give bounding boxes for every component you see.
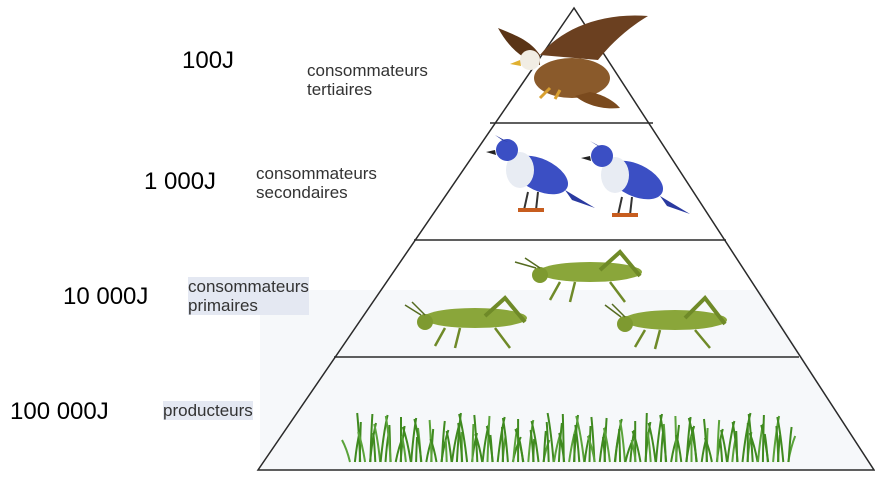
blue-jay-icon	[486, 135, 595, 212]
level-label-line: producteurs	[163, 401, 253, 420]
level-label-line: secondaires	[256, 183, 377, 202]
level-label-line: consommateurs	[256, 164, 377, 183]
grass-blade	[619, 429, 620, 462]
level-label-secondary: consommateurs secondaires	[256, 164, 377, 202]
grass-blade	[502, 427, 503, 462]
energy-value-secondary: 1 000J	[144, 168, 216, 196]
blue-jay-icon	[581, 141, 690, 217]
level-label-tertiary: consommateurs tertiaires	[307, 61, 428, 99]
energy-value-producers: 100 000J	[10, 398, 109, 426]
grass-blade	[646, 413, 647, 462]
energy-value-primary: 10 000J	[63, 283, 148, 311]
level-label-line: consommateurs	[188, 277, 309, 296]
level-label-producers: producteurs	[163, 401, 253, 420]
grass-blade	[472, 424, 473, 462]
level-label-primary: consommateurs primaires	[188, 277, 309, 315]
level-label-line: tertiaires	[307, 80, 428, 99]
level-label-line: consommateurs	[307, 61, 428, 80]
energy-value-tertiary: 100J	[182, 47, 234, 75]
grass-blade	[416, 437, 417, 462]
grass-blade	[675, 416, 676, 462]
eagle-icon	[498, 15, 648, 108]
level-label-line: primaires	[188, 296, 309, 315]
grass-blade	[446, 440, 447, 462]
